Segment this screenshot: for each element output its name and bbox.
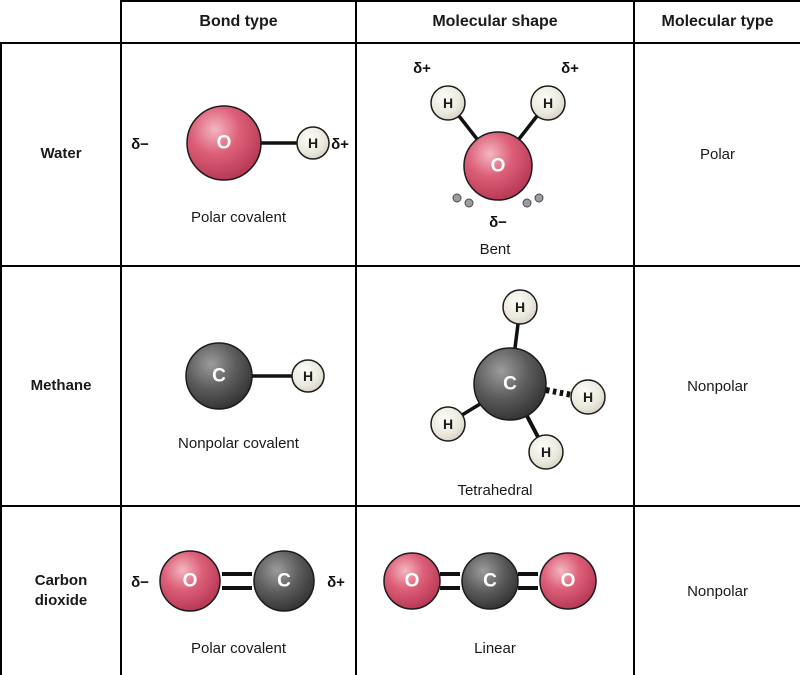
- hydrogen-label: H: [543, 95, 553, 111]
- header-molecular-shape: Molecular shape: [355, 0, 635, 44]
- header-row: Bond type Molecular shape Molecular type: [1, 0, 800, 44]
- molecule-name-carbon-dioxide: Carbon dioxide: [0, 505, 122, 675]
- hydrogen-label: H: [541, 444, 551, 460]
- shape-label-methane: Tetrahedral: [457, 481, 533, 499]
- shape-label-carbon-dioxide: Linear: [474, 639, 516, 657]
- hydrogen-label: H: [583, 389, 593, 405]
- molecular-type-water: Polar: [633, 42, 800, 267]
- carbon-label: C: [277, 570, 291, 591]
- carbon-atom: [473, 346, 547, 421]
- carbon-label: C: [503, 373, 517, 394]
- carbon-label: C: [212, 365, 226, 386]
- oxygen-label: O: [216, 133, 231, 154]
- bond-type-label-carbon-dioxide: Polar covalent: [190, 639, 287, 657]
- hydrogen-atom: [430, 85, 466, 121]
- delta-plus-label: δ+: [561, 60, 579, 77]
- oxygen-atom: [539, 551, 597, 610]
- delta-minus-label: δ−: [489, 214, 507, 231]
- row-water: Water δ− O H δ+ Polar covalent δ+: [0, 42, 800, 267]
- oxygen-label: O: [405, 570, 420, 591]
- methane-bond-cell: C H Nonpolar covalent: [120, 265, 357, 507]
- delta-plus-label: δ+: [331, 136, 349, 153]
- carbon-atom: [252, 549, 315, 612]
- hydrogen-label: H: [443, 416, 453, 432]
- water-bond-diagram: δ− O H δ+: [131, 105, 349, 181]
- shape-label-water: Bent: [479, 241, 511, 258]
- hydrogen-atom: [430, 405, 466, 442]
- delta-minus-label: δ−: [131, 574, 149, 591]
- water-shape-cell: δ+ δ+ H H O δ− Bent: [355, 42, 635, 267]
- carbon-atom: [461, 551, 519, 610]
- single-bond: [525, 414, 540, 438]
- oxygen-label: O: [182, 570, 197, 591]
- oxygen-atom: [383, 551, 441, 610]
- methane-shape-cell: C H H H H Tetrahedral: [355, 265, 635, 507]
- header-molecular-type: Molecular type: [633, 0, 800, 44]
- methane-bond-diagram: C H: [184, 341, 325, 410]
- oxygen-atom: [185, 105, 262, 181]
- hydrogen-atom: [295, 126, 330, 160]
- co2-bond-cell: δ− O C δ+ Polar covalent: [120, 505, 357, 675]
- single-bond: [517, 114, 539, 141]
- dashed-bond: [545, 386, 573, 398]
- single-bond: [457, 114, 479, 141]
- oxygen-atom: [463, 131, 533, 201]
- row-carbon-dioxide: Carbon dioxide δ− O C δ+ Polar covalent: [0, 505, 800, 675]
- single-bond: [513, 323, 520, 348]
- hydrogen-label: H: [307, 135, 317, 151]
- molecular-type-methane: Nonpolar: [633, 265, 800, 507]
- delta-plus-label: δ+: [327, 574, 345, 591]
- co2-shape-cell: O C O Linear: [355, 505, 635, 675]
- water-shape-diagram: δ+ δ+ H H O δ−: [413, 60, 579, 231]
- lone-pair-dot: [522, 198, 532, 208]
- oxygen-atom: [158, 549, 221, 612]
- hydrogen-atom: [530, 85, 566, 121]
- co2-bond-diagram: δ− O C δ+: [131, 549, 345, 612]
- hydrogen-label: H: [302, 368, 312, 384]
- corner-cell: [1, 1, 122, 44]
- delta-plus-label: δ+: [413, 60, 431, 77]
- hydrogen-label: H: [515, 299, 525, 315]
- hydrogen-atom: [570, 378, 606, 415]
- hydrogen-atom: [290, 358, 325, 393]
- lone-pair-dot: [534, 193, 544, 203]
- lone-pair-dot: [464, 198, 474, 208]
- header-bond-type: Bond type: [120, 0, 357, 44]
- hydrogen-label: H: [443, 95, 453, 111]
- molecular-type-carbon-dioxide: Nonpolar: [633, 505, 800, 675]
- hydrogen-atom: [528, 433, 564, 470]
- methane-shape-diagram: C H H H H: [430, 288, 606, 470]
- oxygen-label: O: [491, 156, 506, 177]
- oxygen-label: O: [561, 570, 576, 591]
- row-methane: Methane C H Nonpolar covalent: [0, 265, 800, 507]
- water-bond-cell: δ− O H δ+ Polar covalent: [120, 42, 357, 267]
- lone-pair-dot: [452, 193, 462, 203]
- co2-shape-diagram: O C O: [383, 551, 597, 610]
- carbon-atom: [184, 341, 253, 410]
- delta-minus-label: δ−: [131, 136, 149, 153]
- molecule-name-methane: Methane: [0, 265, 122, 507]
- bond-type-label-water: Polar covalent: [190, 209, 287, 226]
- molecule-name-water: Water: [0, 42, 122, 267]
- single-bond: [461, 402, 481, 416]
- bond-type-label-methane: Nonpolar covalent: [178, 434, 299, 452]
- carbon-label: C: [483, 570, 497, 591]
- hydrogen-atom: [502, 288, 538, 325]
